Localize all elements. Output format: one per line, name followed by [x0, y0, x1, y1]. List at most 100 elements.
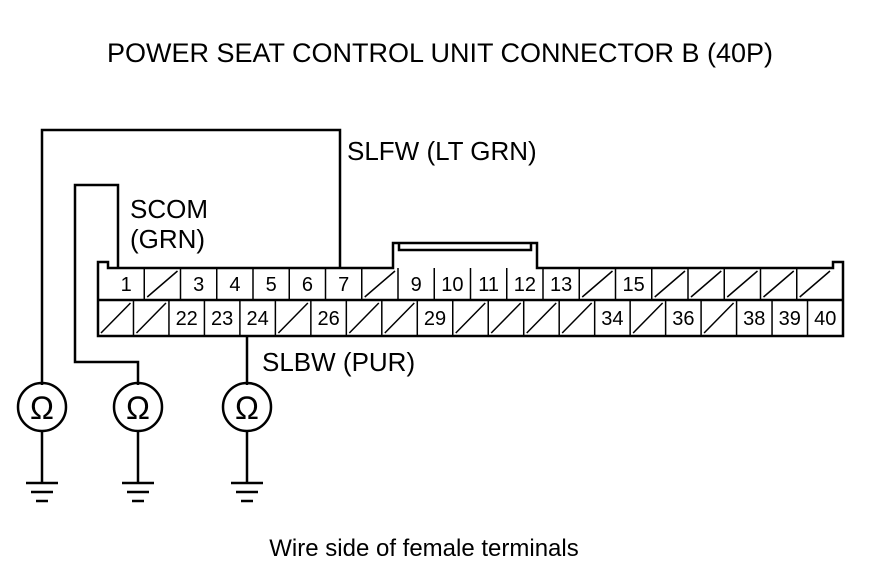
ground-icon: [26, 481, 58, 503]
ohm-icon: Ω: [30, 390, 54, 426]
terminal-cavity: 3: [179, 268, 204, 300]
diagram-caption: Wire side of female terminals: [269, 535, 578, 562]
empty-cavity-mark: [364, 270, 396, 298]
terminal-cavity: [796, 268, 831, 300]
terminal-number: 4: [229, 274, 240, 296]
terminal-cavity: 24: [239, 300, 269, 336]
empty-cavity-mark: [384, 302, 415, 334]
terminal-number: 29: [424, 308, 446, 330]
terminal-cavity: 26: [310, 300, 340, 336]
empty-cavity-mark: [455, 302, 486, 334]
terminal-cavity: 11: [469, 268, 499, 300]
connector-outline: [96, 241, 845, 338]
terminal-cavity: 6: [288, 268, 313, 300]
empty-cavity-mark: [703, 302, 735, 334]
terminal-number: 34: [601, 308, 623, 330]
terminal-cavity: 38: [735, 300, 765, 336]
wire-scom: [73, 183, 140, 385]
wire-slfw: [40, 128, 342, 385]
terminal-number: 5: [266, 274, 277, 296]
terminal-number: 13: [550, 274, 572, 296]
terminal-cavity: [629, 300, 664, 336]
terminal-cavity: [274, 300, 309, 336]
terminal-cavity: [700, 300, 735, 336]
empty-cavity-mark: [690, 270, 722, 298]
terminal-cavity: [558, 300, 593, 336]
terminal-cavity: 4: [216, 268, 240, 300]
terminal-cavity: [723, 268, 758, 300]
terminal-number: 26: [317, 308, 339, 330]
diagram-title: POWER SEAT CONTROL UNIT CONNECTOR B (40P…: [107, 38, 773, 68]
terminal-number: 22: [176, 308, 198, 330]
terminal-number: 11: [478, 274, 499, 296]
terminal-number: 24: [247, 308, 269, 330]
terminal-cavity: 10: [433, 268, 464, 300]
terminal-cavity: 22: [168, 300, 198, 336]
terminal-cavity: [132, 300, 167, 336]
ohmmeter-3: Ω: [221, 381, 273, 503]
empty-cavity-mark: [100, 302, 132, 334]
terminal-cavity: 12: [506, 268, 536, 300]
terminal-number: 12: [514, 274, 536, 296]
terminal-number: 3: [193, 274, 204, 296]
terminal-cavity: 5: [252, 268, 277, 300]
terminal-cavity: 36: [664, 300, 694, 336]
terminal-number: 15: [623, 274, 645, 296]
terminal-cavity: 1: [121, 274, 132, 296]
terminal-number: 7: [338, 274, 349, 296]
terminal-cavity: 40: [806, 300, 836, 336]
ground-icon: [122, 481, 154, 503]
empty-cavity-mark: [277, 302, 309, 334]
terminal-cavity: [381, 300, 415, 336]
ohmmeter-2: Ω: [112, 381, 164, 503]
terminal-cavity: [452, 300, 486, 336]
terminal-number: 10: [441, 274, 463, 296]
terminal-cavity: 9: [397, 268, 422, 300]
ground-icon: [231, 481, 263, 503]
label-scom: SCOM: [130, 194, 208, 224]
empty-cavity-mark: [135, 302, 167, 334]
terminal-cavity: 23: [203, 300, 233, 336]
terminal-number: 6: [302, 274, 313, 296]
empty-cavity-mark: [490, 302, 522, 334]
terminal-cavity: [759, 268, 795, 300]
empty-cavity-mark: [799, 270, 831, 298]
terminal-cavity: [361, 268, 396, 300]
ohmmeter-1: Ω: [16, 381, 68, 503]
wiring: [40, 128, 342, 385]
connector-lock-tab: [397, 243, 533, 252]
empty-cavity-mark: [581, 270, 613, 298]
empty-cavity-mark: [763, 270, 795, 298]
terminal-number: 39: [779, 308, 801, 330]
empty-cavity-mark: [526, 302, 557, 334]
terminal-cavity: 7: [324, 268, 349, 300]
terminal-cavity: 15: [614, 268, 645, 300]
label-slbw: SLBW (PUR): [262, 347, 415, 377]
terminal-cavity: 29: [416, 300, 446, 336]
empty-cavity-mark: [561, 302, 593, 334]
terminal-cavity: 39: [771, 300, 801, 336]
terminal-cavity: [522, 300, 557, 336]
label-scom-color: (GRN): [130, 224, 205, 254]
terminal-cavity: [143, 268, 178, 300]
terminal-cavity: [687, 268, 722, 300]
terminal-number: 9: [411, 274, 422, 296]
empty-cavity-mark: [632, 302, 664, 334]
terminal-cavity: [100, 302, 132, 334]
terminal-cavity: [651, 268, 686, 300]
terminal-number: 23: [211, 308, 233, 330]
terminal-cavity: 13: [542, 268, 572, 300]
terminal-cavity: [578, 268, 613, 300]
ohm-icon: Ω: [235, 390, 259, 426]
terminal-number: 1: [121, 274, 132, 296]
empty-cavity-mark: [348, 302, 380, 334]
terminal-cavity: 34: [593, 300, 624, 336]
empty-cavity-mark: [726, 270, 758, 298]
empty-cavity-mark: [654, 270, 686, 298]
terminal-number: 38: [743, 308, 765, 330]
terminal-cavity: [345, 300, 380, 336]
